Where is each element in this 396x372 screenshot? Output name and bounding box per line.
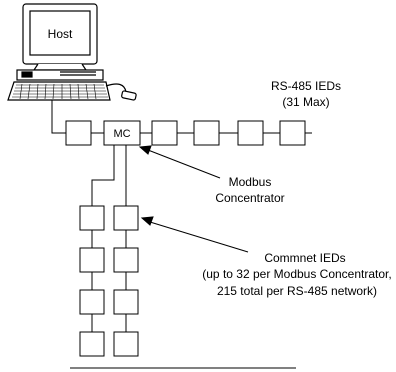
rs485-ied-box <box>151 120 178 146</box>
commnet-arrow <box>140 216 249 253</box>
rs485-label-line1: RS-485 IEDs <box>271 79 341 93</box>
commnet-label-line2: (up to 32 per Modbus Concentrator, <box>202 267 391 281</box>
rs485-ied-box <box>65 120 92 146</box>
commnet-ied-box <box>79 247 105 273</box>
commnet-ied-box <box>79 331 105 357</box>
commnet-ied-box <box>113 289 139 315</box>
rs485-label-line2: (31 Max) <box>282 95 329 109</box>
commnet-ied-box <box>113 247 139 273</box>
modbus-label-line2: Concentrator <box>215 191 284 205</box>
modbus-arrow <box>138 145 221 179</box>
keyboard-keys-icon <box>12 83 108 100</box>
concentrator-box <box>103 120 141 146</box>
rs485-ied-box <box>279 120 306 146</box>
commnet-label-line3: 215 total per RS-485 network) <box>217 284 377 298</box>
commnet-ied-box <box>113 331 139 357</box>
commnet-wiring <box>91 145 127 332</box>
rs485-ied-box <box>237 120 264 146</box>
modbus-label-line1: Modbus <box>229 175 272 189</box>
host-label: Host <box>48 27 73 41</box>
commnet-ied-boxes <box>79 205 139 357</box>
rs485-ied-boxes <box>65 120 306 146</box>
commnet-ied-box <box>79 205 105 231</box>
commnet-ied-box <box>79 289 105 315</box>
rs485-ied-box <box>193 120 220 146</box>
concentrator-box-label: MC <box>113 128 130 140</box>
commnet-ied-box <box>113 205 139 231</box>
host-computer-icon <box>7 3 137 101</box>
commnet-label-line1: Commnet IEDs <box>264 251 345 265</box>
